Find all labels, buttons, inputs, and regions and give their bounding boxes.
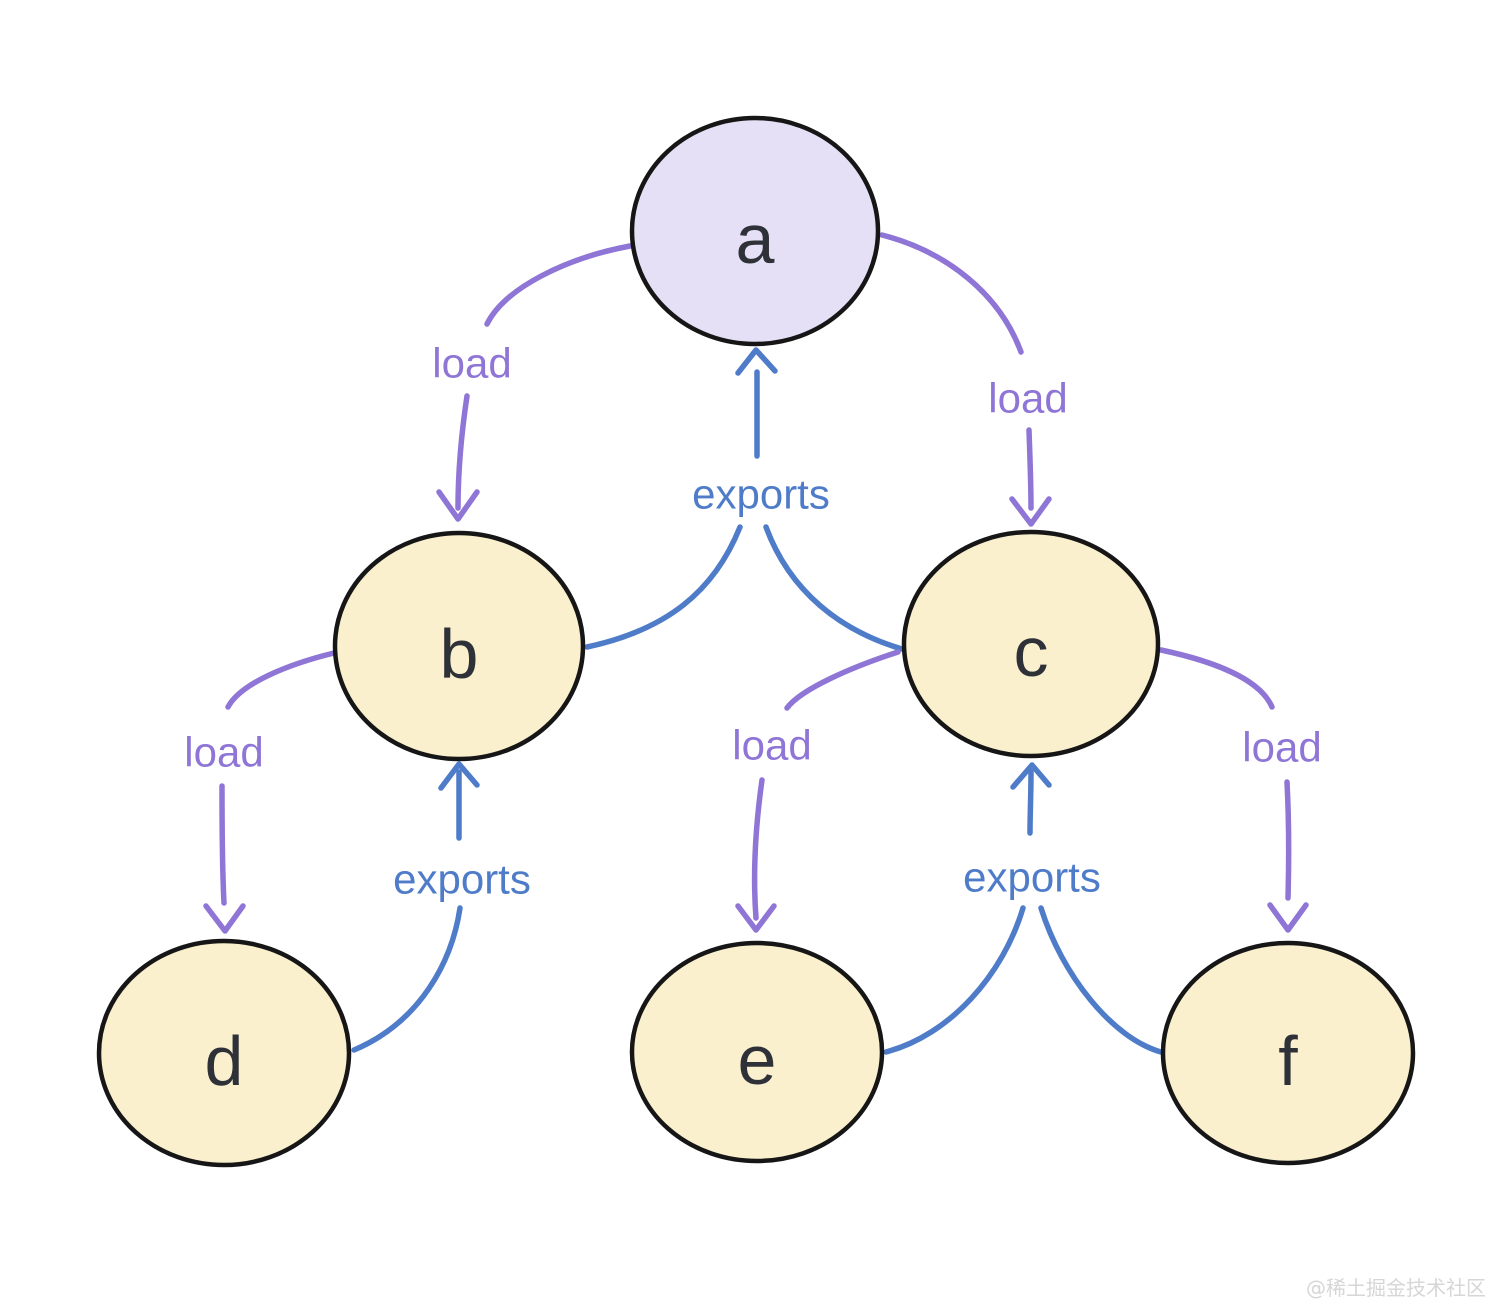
edge-c-to-e: load <box>732 649 901 933</box>
node-d-circle <box>96 938 352 1168</box>
edge-a-to-b: load <box>432 243 633 522</box>
edge-a-to-b-curve <box>484 243 633 327</box>
edge-e-f-to-c-left-branch <box>883 905 1026 1055</box>
edge-b-to-d-shaft <box>219 783 227 906</box>
node-a-label: a <box>736 200 775 278</box>
edge-a-to-c: load <box>879 232 1068 527</box>
node-c-label: c <box>1014 613 1049 691</box>
node-d: d <box>96 938 352 1168</box>
node-a-circle <box>629 115 881 347</box>
edge-a-to-b-label: load <box>432 340 511 387</box>
arrow-down-icon <box>1009 496 1052 527</box>
node-b-circle <box>332 530 586 762</box>
edge-a-to-c-shaft <box>1026 427 1034 511</box>
node-b: b <box>332 530 586 762</box>
edge-b-c-to-a-label: exports <box>692 471 830 518</box>
arrow-up-icon <box>1010 762 1052 790</box>
edge-d-to-b-curve <box>351 905 463 1053</box>
arrow-down-icon <box>436 489 480 522</box>
edge-c-to-f-shaft <box>1284 779 1292 901</box>
edge-d-to-b-label: exports <box>393 856 531 903</box>
node-f-label: f <box>1278 1022 1298 1100</box>
edge-b-c-to-a: exports <box>584 347 905 652</box>
edge-a-to-b-shaft <box>455 393 470 511</box>
edge-a-to-c-label: load <box>988 375 1067 422</box>
edge-c-to-f-label: load <box>1242 724 1321 771</box>
node-f: f <box>1160 940 1416 1166</box>
edge-e-f-to-c-right-branch <box>1038 905 1164 1055</box>
edge-c-to-e-label: load <box>732 722 811 769</box>
edge-b-to-d: load <box>184 650 337 934</box>
arrow-down-icon <box>1267 902 1309 933</box>
node-f-circle <box>1160 940 1416 1166</box>
node-e-circle <box>629 940 885 1164</box>
edge-c-to-e-curve <box>784 649 901 711</box>
node-a: a <box>629 115 881 347</box>
watermark-text: @稀土掘金技术社区 <box>1306 1276 1486 1300</box>
arrow-down-icon <box>735 903 777 933</box>
node-e-label: e <box>738 1021 777 1099</box>
edge-e-f-to-c-label: exports <box>963 854 1101 901</box>
edge-c-to-f: load <box>1158 647 1322 933</box>
edge-c-to-e-shaft <box>751 777 765 921</box>
edge-b-to-d-curve <box>225 650 337 710</box>
edge-b-to-d-label: load <box>184 729 263 776</box>
node-c-circle <box>901 529 1161 759</box>
node-d-label: d <box>205 1022 244 1100</box>
arrow-up-icon <box>438 761 480 791</box>
edge-e-f-to-c-shaft <box>1027 769 1034 836</box>
node-c: c <box>901 529 1161 759</box>
edge-c-to-f-curve <box>1158 647 1275 710</box>
edge-d-to-b: exports <box>351 761 531 1053</box>
edge-b-c-to-a-right-branch <box>763 524 905 652</box>
edge-a-to-c-curve <box>879 232 1024 355</box>
node-e: e <box>629 940 885 1164</box>
arrow-down-icon <box>203 903 246 934</box>
arrow-up-icon <box>735 347 778 376</box>
node-b-label: b <box>440 615 479 693</box>
edge-e-f-to-c: exports <box>883 762 1164 1055</box>
edge-b-c-to-a-left-branch <box>584 524 743 650</box>
